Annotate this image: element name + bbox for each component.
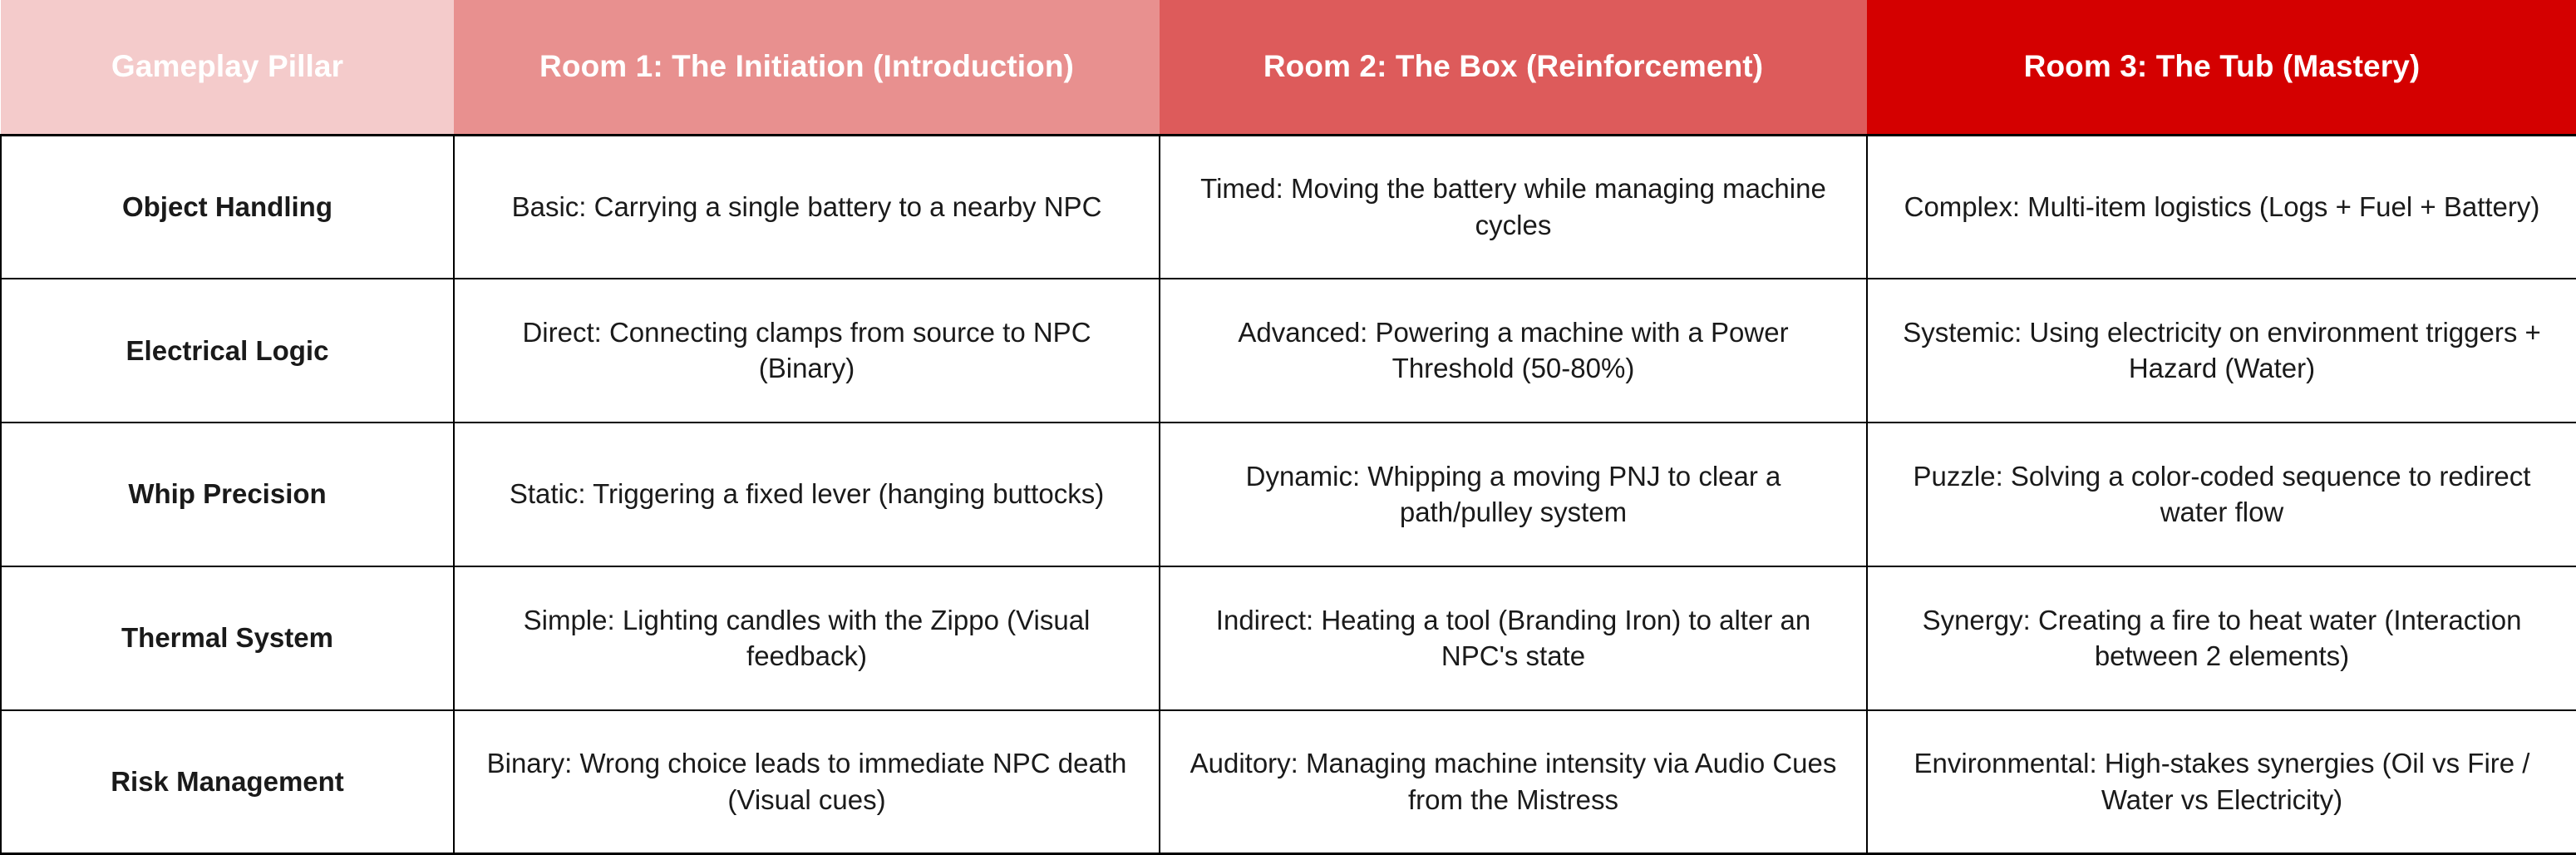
cell-whip-precision-room-2: Dynamic: Whipping a moving PNJ to clear … — [1159, 421, 1868, 567]
row-label-risk-management: Risk Management — [0, 709, 455, 855]
cell-risk-management-room-1: Binary: Wrong choice leads to immediate … — [453, 709, 1160, 855]
row-label-thermal-system: Thermal System — [0, 565, 455, 711]
table-row: Electrical Logic Direct: Connecting clam… — [0, 277, 2576, 423]
cell-object-handling-room-3: Complex: Multi-item logistics (Logs + Fu… — [1866, 133, 2576, 279]
cell-object-handling-room-2: Timed: Moving the battery while managing… — [1159, 133, 1868, 279]
column-header-room-2: Room 2: The Box (Reinforcement) — [1160, 0, 1867, 135]
row-label-whip-precision: Whip Precision — [0, 421, 455, 567]
cell-thermal-system-room-1: Simple: Lighting candles with the Zippo … — [453, 565, 1160, 711]
table-body: Object Handling Basic: Carrying a single… — [0, 133, 2576, 855]
cell-object-handling-room-1: Basic: Carrying a single battery to a ne… — [453, 133, 1160, 279]
row-label-object-handling: Object Handling — [0, 133, 455, 279]
table-row: Object Handling Basic: Carrying a single… — [0, 133, 2576, 279]
cell-electrical-logic-room-1: Direct: Connecting clamps from source to… — [453, 277, 1160, 423]
cell-thermal-system-room-2: Indirect: Heating a tool (Branding Iron)… — [1159, 565, 1868, 711]
cell-electrical-logic-room-2: Advanced: Powering a machine with a Powe… — [1159, 277, 1868, 423]
header-row: Gameplay Pillar Room 1: The Initiation (… — [1, 0, 2576, 135]
cell-risk-management-room-2: Auditory: Managing machine intensity via… — [1159, 709, 1868, 855]
cell-whip-precision-room-3: Puzzle: Solving a color-coded sequence t… — [1866, 421, 2576, 567]
cell-electrical-logic-room-3: Systemic: Using electricity on environme… — [1866, 277, 2576, 423]
row-label-electrical-logic: Electrical Logic — [0, 277, 455, 423]
column-header-room-3: Room 3: The Tub (Mastery) — [1867, 0, 2576, 135]
cell-whip-precision-room-1: Static: Triggering a fixed lever (hangin… — [453, 421, 1160, 567]
table-header: Gameplay Pillar Room 1: The Initiation (… — [1, 0, 2576, 135]
table-row: Risk Management Binary: Wrong choice lea… — [0, 709, 2576, 855]
table-row: Thermal System Simple: Lighting candles … — [0, 565, 2576, 711]
cell-thermal-system-room-3: Synergy: Creating a fire to heat water (… — [1866, 565, 2576, 711]
column-header-room-1: Room 1: The Initiation (Introduction) — [454, 0, 1160, 135]
column-header-gameplay-pillar: Gameplay Pillar — [1, 0, 454, 135]
cell-risk-management-room-3: Environmental: High-stakes synergies (Oi… — [1866, 709, 2576, 855]
table-row: Whip Precision Static: Triggering a fixe… — [0, 421, 2576, 567]
